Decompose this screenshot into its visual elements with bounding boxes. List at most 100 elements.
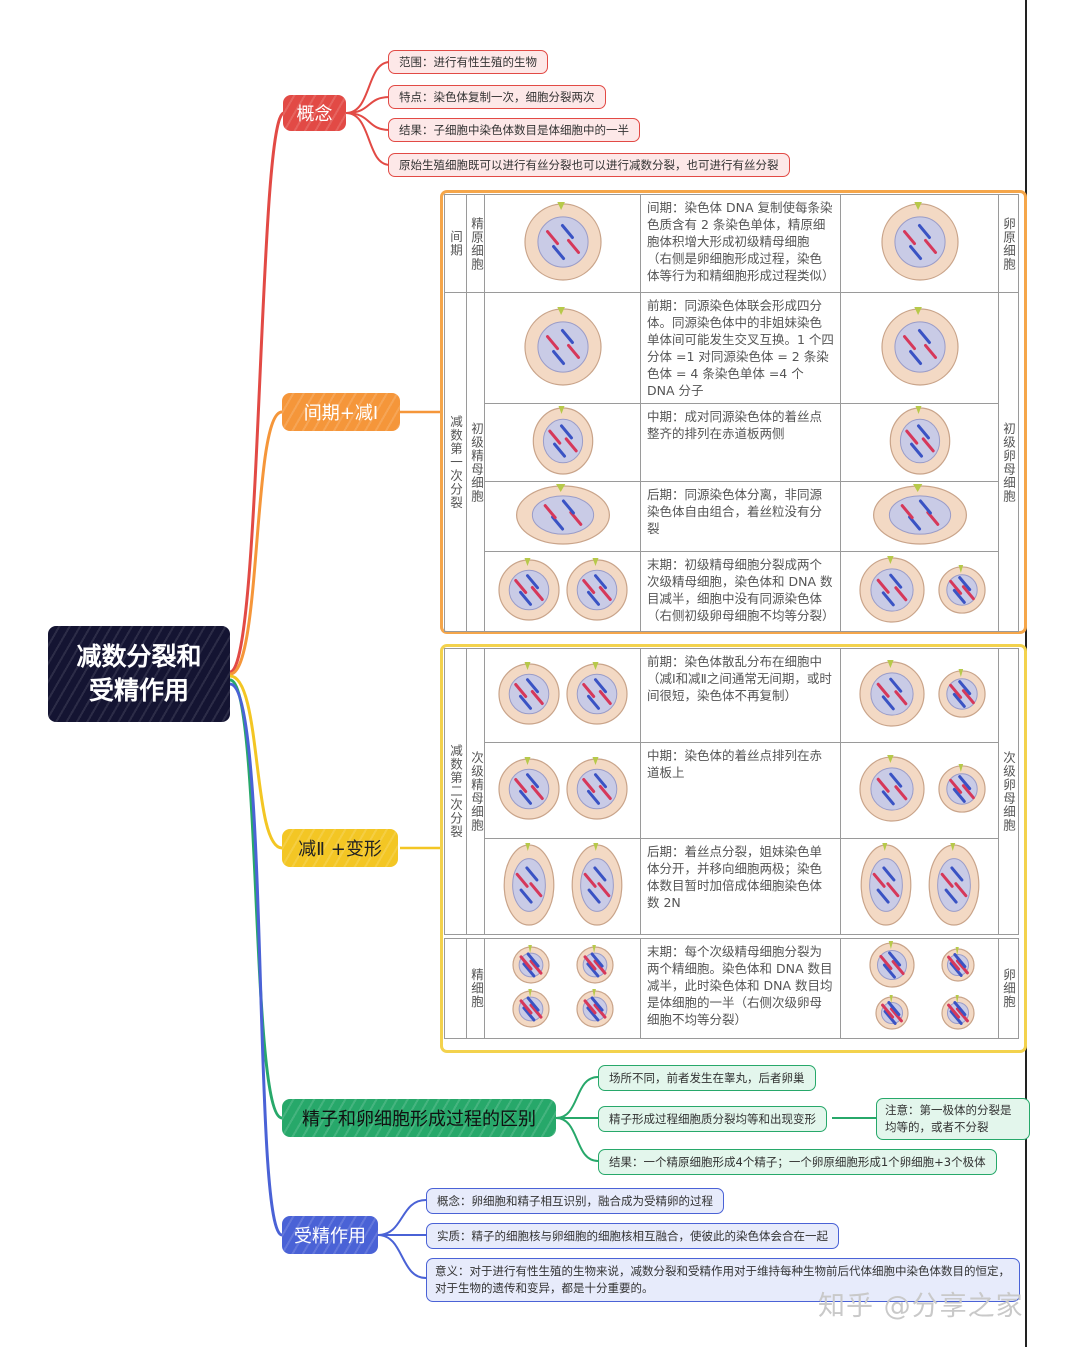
cell-nucleus <box>945 773 978 805</box>
chromosome <box>904 429 918 445</box>
chromosome <box>592 1003 606 1019</box>
centrosome <box>592 558 598 566</box>
root-node[interactable]: 减数分裂和受精作用 <box>48 626 230 722</box>
concept-item-note[interactable]: 原始生殖细胞既可以进行有丝分裂也可以进行减数分裂，也可进行有丝分裂 <box>388 153 790 177</box>
chromosome <box>518 694 532 710</box>
fertilization-item-significance[interactable]: 意义：对于进行有性生殖的生物来说，减数分裂和受精作用对于维持每种生物前后代体细胞… <box>426 1258 1020 1302</box>
interphase-sperm-illustration <box>484 194 641 293</box>
cell-nucleus <box>936 858 971 912</box>
cell-nucleus <box>508 768 549 810</box>
chromosome <box>952 953 966 969</box>
chromosome <box>888 772 902 788</box>
centrosome <box>913 306 922 315</box>
chromosome <box>592 866 606 882</box>
difference-note[interactable]: 注意：第一极体的分裂是均等的，或者不分裂 <box>876 1098 1030 1140</box>
chromosome <box>515 872 529 888</box>
spermatogonium-cell: 精原细胞 <box>466 194 485 293</box>
centrosome <box>555 484 565 492</box>
difference-item-cytoplasm[interactable]: 精子形成过程细胞质分裂均等和出现变形 <box>598 1106 827 1132</box>
chromosome <box>923 238 937 254</box>
chromosome <box>590 996 604 1012</box>
chromosome <box>545 334 559 350</box>
fertilization-item-significance-text: 意义：对于进行有性生殖的生物来说，减数分裂和受精作用对于维持每种生物前后代体细胞… <box>435 1264 1010 1295</box>
prophase1-egg-illustration <box>840 292 999 404</box>
cell-nucleus <box>518 952 543 978</box>
branch-difference[interactable]: 精子和卵细胞形成过程的区别 <box>282 1099 556 1137</box>
chromosome <box>524 866 538 882</box>
centrosome <box>886 556 894 564</box>
metaphase2-egg-illustration <box>840 742 999 839</box>
stage-interphase-cell: 间期 <box>444 194 467 293</box>
chromosome <box>952 787 966 803</box>
stage-m2-cell: 减数第二次分裂 <box>444 648 467 935</box>
chromosome <box>526 952 540 968</box>
chromosome <box>948 579 962 595</box>
branch-interphase-meiosis1[interactable]: 间期+减Ⅰ <box>282 393 400 431</box>
branch-meiosis2[interactable]: 减Ⅱ +变形 <box>282 829 398 867</box>
chromosome <box>891 960 905 976</box>
anaphase1-egg-illustration <box>840 481 999 552</box>
egg-cell: 卵细胞 <box>998 938 1019 1039</box>
chromosome <box>566 238 580 254</box>
concept-item-scope[interactable]: 范围：进行有性生殖的生物 <box>388 50 548 74</box>
chromosome <box>883 1009 897 1025</box>
cell-nucleus <box>893 320 946 373</box>
difference-item-result[interactable]: 结果：一个精原细胞形成4个精子；一个卵原细胞形成1个卵细胞+3个极体 <box>598 1149 997 1175</box>
chromosome <box>543 504 557 520</box>
branch-concept[interactable]: 概念 <box>283 95 346 131</box>
chromosome <box>583 999 597 1015</box>
chromosome <box>530 690 544 706</box>
sperm-cell: 精细胞 <box>466 938 485 1039</box>
prophase2-egg-illustration <box>840 648 999 743</box>
meiosis1-table: 间期 精原细胞 间期：染色体 DNA 复制使每条染色质含有 2 条染色单体，精原… <box>444 194 1019 632</box>
chromosome <box>893 586 907 602</box>
chromosome <box>886 1001 900 1017</box>
centrosome <box>591 945 596 953</box>
centrosome <box>912 484 922 492</box>
chromosome <box>513 682 527 698</box>
chromosome <box>519 955 533 971</box>
fertilization-item-concept[interactable]: 概念：卵细胞和精子相互识别，融合成为受精卵的过程 <box>426 1188 724 1214</box>
centrosome <box>592 662 598 670</box>
fertilization-item-essence[interactable]: 实质：精子的细胞核与卵细胞的细胞核相互融合，使彼此的染色体会合在一起 <box>426 1223 839 1249</box>
chromosome <box>545 230 559 246</box>
cell-nucleus <box>899 418 940 464</box>
cell-nucleus <box>536 320 589 373</box>
cell-nucleus <box>576 569 617 611</box>
primary-spermatocyte-label: 初级精母细胞 <box>469 421 484 503</box>
chromosome <box>955 1007 969 1023</box>
cell-nucleus <box>582 996 607 1022</box>
cell-nucleus <box>869 568 914 612</box>
chromosome <box>598 586 612 602</box>
prophase1-sperm-illustration <box>484 292 641 404</box>
concept-item-result[interactable]: 结果：子细胞中染色体数目是体细胞中的一半 <box>388 118 640 142</box>
interphase-description: 间期：染色体 DNA 复制使每条染色质含有 2 条染色单体，精原细胞体积增大形成… <box>640 194 841 293</box>
chromosome <box>596 882 610 898</box>
difference-note-text: 注意：第一极体的分裂是均等的，或者不分裂 <box>885 1103 1012 1134</box>
chromosome <box>957 775 971 791</box>
cell-nucleus <box>508 569 549 611</box>
meiosis2-table: 减数第二次分裂 次级精母细胞 前期：染色体散乱分布在细胞中（减Ⅰ和减Ⅱ之间通常无… <box>444 648 1019 1039</box>
chromosome <box>528 1003 542 1019</box>
chromosome <box>559 424 573 440</box>
centrosome <box>527 945 532 953</box>
cell-nucleus <box>945 678 978 710</box>
branch-fertilization[interactable]: 受精作用 <box>282 1216 378 1254</box>
chromosome <box>560 223 574 239</box>
chromosome <box>917 328 931 344</box>
chromosome <box>961 784 975 800</box>
root-line-1: 减数分裂和 <box>76 642 202 671</box>
chromosome <box>881 866 895 882</box>
chromosome <box>530 586 544 602</box>
chromosome <box>944 888 958 904</box>
chromosome <box>568 510 582 526</box>
chromosome <box>880 1003 894 1019</box>
chromosome <box>586 590 600 606</box>
chromosome <box>881 695 895 711</box>
chromosome <box>948 778 962 794</box>
chromosome <box>518 590 532 606</box>
concept-item-feature[interactable]: 特点：染色体复制一次，细胞分裂两次 <box>388 85 606 109</box>
cell-nucleus <box>531 495 594 535</box>
difference-item-location[interactable]: 场所不同，前者发生在睾丸，后者卵巢 <box>598 1065 816 1091</box>
